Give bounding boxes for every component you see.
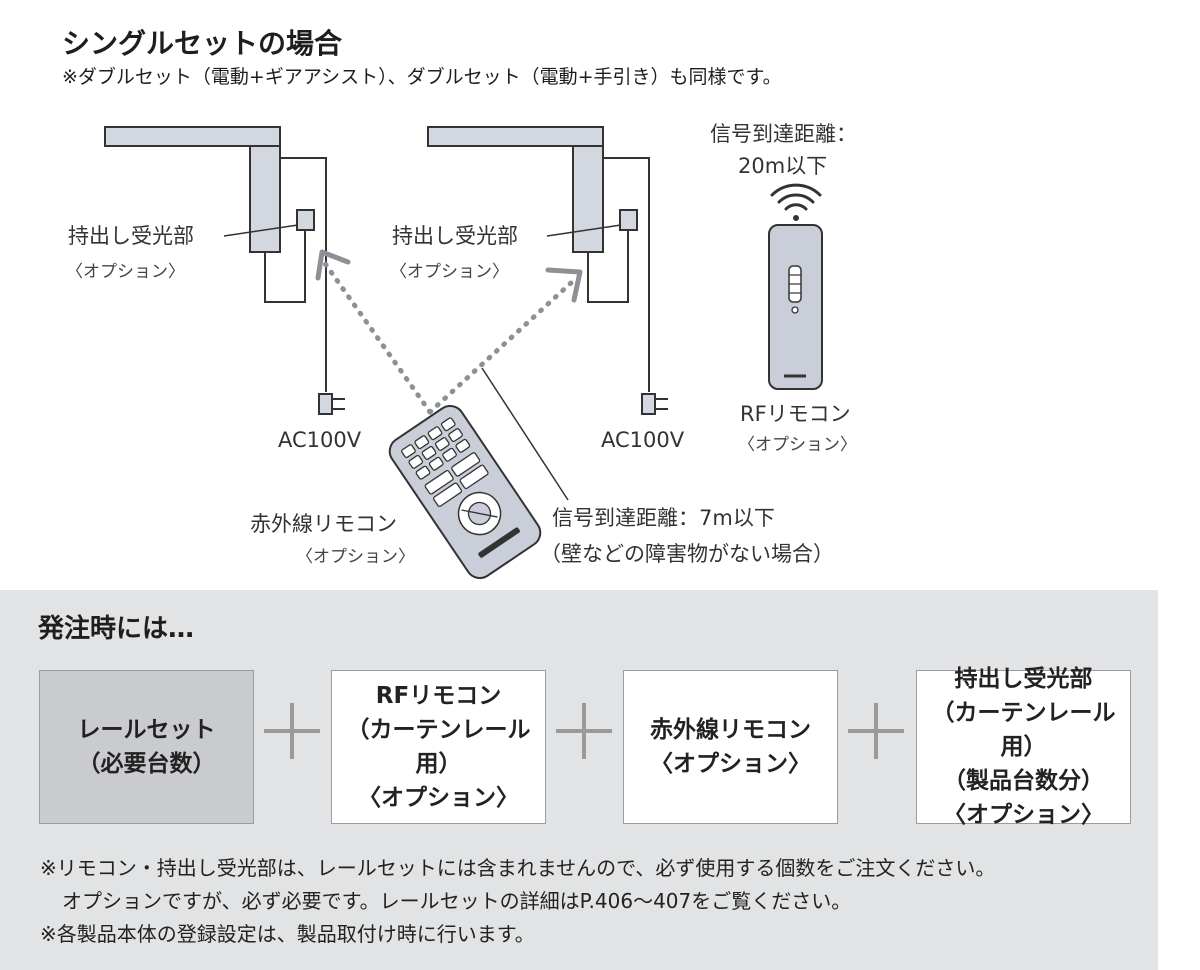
right-power-label: AC100V [601, 428, 685, 452]
order-box-ir-remote-text: 赤外線リモコン 〈オプション〉 [650, 717, 811, 777]
order-box-ir-remote: 赤外線リモコン 〈オプション〉 [623, 670, 838, 824]
ir-arrowhead-right-icon [545, 267, 583, 303]
left-receiver-leader [223, 224, 299, 237]
plus-icon [848, 703, 904, 759]
left-receiver-label: 持出し受光部 [68, 224, 194, 248]
rf-range-label: 信号到達距離： [710, 122, 857, 146]
right-receiver-option: 〈オプション〉 [390, 262, 509, 282]
order-box-rail-set-text: レールセット （必要台数） [77, 717, 216, 777]
order-box-rail-set: レールセット （必要台数） [39, 670, 254, 824]
system-diagram [104, 126, 823, 580]
order-heading: 発注時には… [38, 614, 195, 644]
rf-remote-option: 〈オプション〉 [738, 435, 857, 455]
left-rail-unit [104, 126, 345, 415]
order-box-receiver-text: 持出し受光部 （カーテンレール用） （製品台数分） 〈オプション〉 [931, 666, 1116, 828]
order-notes: ※リモコン・持出し受光部は、レールセットには含まれませんので、必ず使用する個数を… [40, 852, 995, 951]
left-plug-icon [318, 393, 345, 415]
ir-remote-option: 〈オプション〉 [296, 547, 415, 567]
note-line: ※リモコン・持出し受光部は、レールセットには含まれませんので、必ず使用する個数を… [40, 856, 996, 880]
order-box-receiver: 持出し受光部 （カーテンレール用） （製品台数分） 〈オプション〉 [916, 666, 1131, 828]
ir-remote-icon [388, 404, 542, 580]
ir-signal-right [427, 279, 575, 415]
note-line: オプションですが、必ず必要です。レールセットの詳細はP.406～407をご覧くだ… [62, 889, 852, 913]
right-receiver-leader [546, 224, 622, 237]
left-power-cord [280, 157, 327, 392]
right-receiver-label: 持出し受光部 [392, 224, 518, 248]
plus-icon [556, 703, 612, 759]
rf-remote-label: RFリモコン [740, 402, 851, 426]
order-box-rf-remote-text: RFリモコン （カーテンレール用） 〈オプション〉 [346, 683, 531, 811]
right-receiver-cable [587, 230, 629, 303]
ir-arrowhead-left-icon [315, 249, 351, 281]
ir-range-label: 信号到達距離：7m以下 [552, 506, 775, 530]
right-rail-motor [572, 145, 604, 253]
left-receiver-option: 〈オプション〉 [66, 262, 185, 282]
left-rail-top [104, 126, 281, 147]
page-subtitle: ※ダブルセット（電動+ギアアシスト）、ダブルセット（電動+手引き）も同様です。 [62, 66, 782, 88]
right-receiver-icon [619, 209, 638, 231]
left-receiver-icon [296, 209, 315, 231]
right-plug-icon [641, 393, 668, 415]
left-rail-motor [249, 145, 281, 253]
ir-range-note: （壁などの障害物がない場合） [540, 542, 834, 566]
ir-range-leader [481, 367, 569, 501]
right-rail-unit [427, 126, 668, 415]
ir-remote-label: 赤外線リモコン [250, 512, 397, 536]
rf-remote-icon [768, 224, 823, 390]
note-line: ※各製品本体の登録設定は、製品取付け時に行います。 [40, 922, 535, 946]
rf-range-value: 20m以下 [738, 154, 828, 178]
wireless-signal-icon [770, 183, 822, 221]
left-receiver-cable [264, 230, 306, 303]
order-panel: 発注時には… レールセット （必要台数） RFリモコン （カーテンレール用） 〈… [0, 590, 1158, 970]
plus-icon [264, 703, 320, 759]
ir-signal-left [321, 259, 433, 415]
order-box-rf-remote: RFリモコン （カーテンレール用） 〈オプション〉 [331, 670, 546, 824]
page-title: シングルセットの場合 [62, 27, 343, 60]
right-power-cord [603, 157, 650, 392]
left-power-label: AC100V [278, 428, 362, 452]
right-rail-top [427, 126, 604, 147]
